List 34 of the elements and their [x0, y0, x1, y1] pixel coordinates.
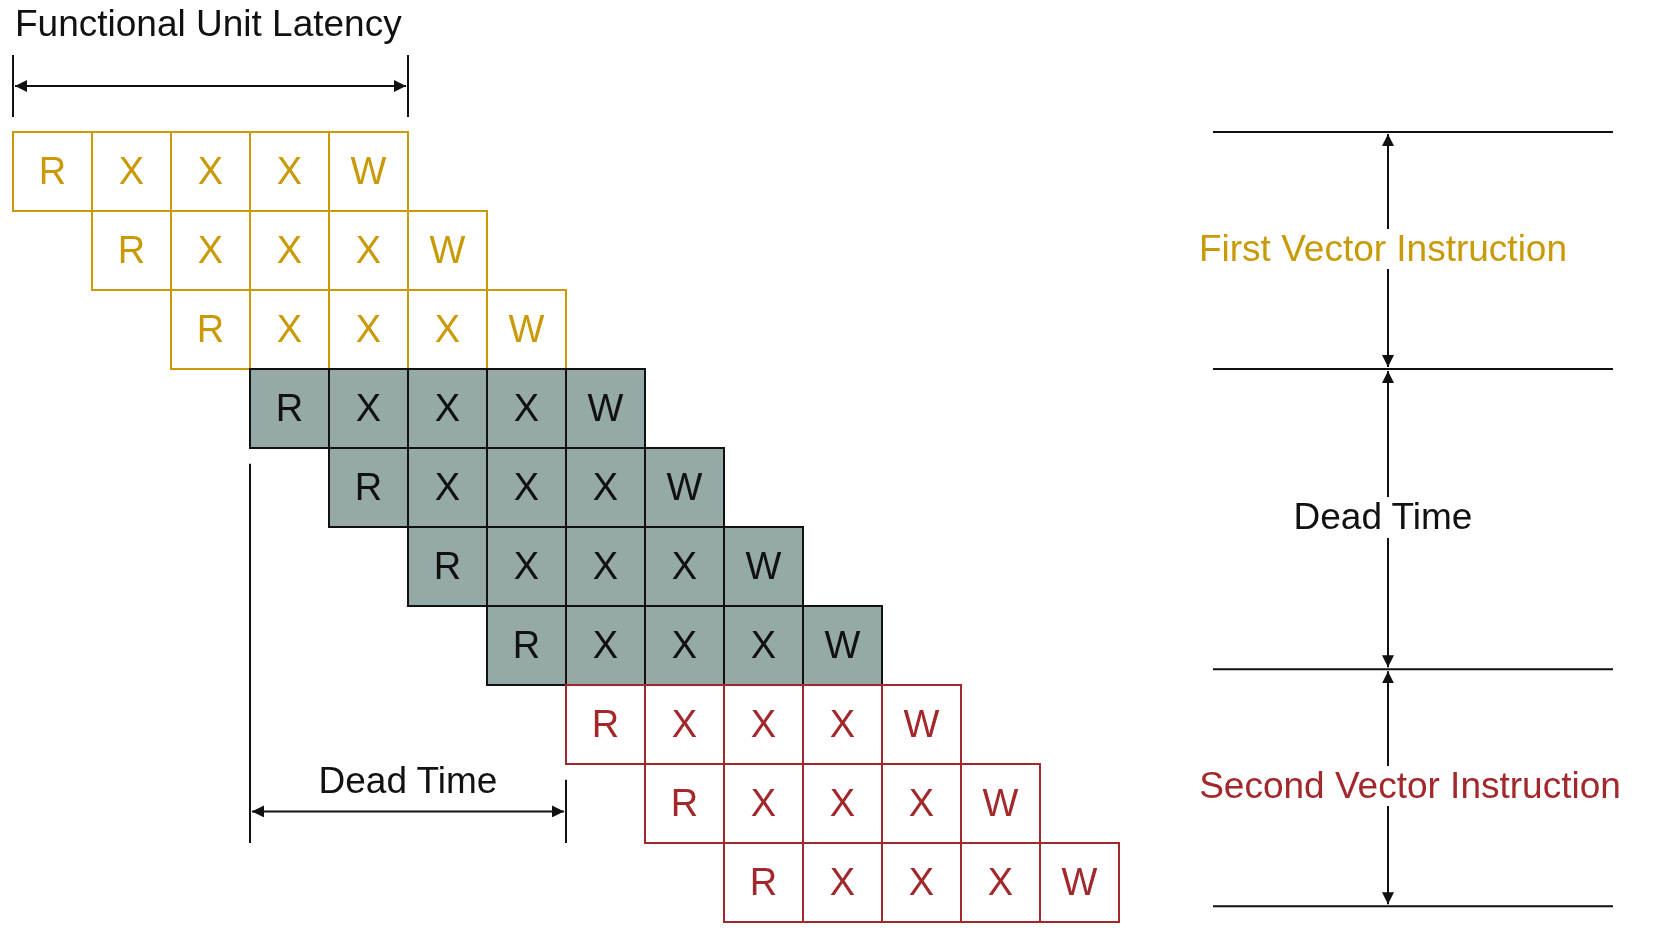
annotation-text: Functional Unit Latency — [14, 4, 403, 45]
pipeline-stage-cell: X — [486, 447, 567, 528]
pipeline-stage-cell: W — [644, 447, 725, 528]
pipeline-stage-cell: X — [644, 526, 725, 607]
pipeline-stage-cell: X — [565, 605, 646, 686]
pipeline-stage-cell: R — [12, 131, 93, 212]
pipeline-stage-cell: W — [565, 368, 646, 449]
pipeline-stage-cell: X — [565, 447, 646, 528]
pipeline-stage-cell: X — [723, 605, 804, 686]
pipeline-stage-cell: X — [407, 447, 488, 528]
pipeline-stage-cell: X — [407, 368, 488, 449]
pipeline-stage-cell: R — [565, 684, 646, 765]
pipeline-stage-cell: W — [802, 605, 883, 686]
pipeline-stage-cell: R — [486, 605, 567, 686]
pipeline-stage-cell: W — [723, 526, 804, 607]
pipeline-stage-cell: X — [486, 368, 567, 449]
pipeline-stage-cell: R — [91, 210, 172, 291]
pipeline-stage-cell: R — [407, 526, 488, 607]
pipeline-stage-cell: R — [723, 842, 804, 923]
pipeline-stage-cell: W — [960, 763, 1041, 844]
pipeline-stage-cell: X — [565, 526, 646, 607]
pipeline-stage-cell: W — [881, 684, 962, 765]
pipeline-stage-cell: X — [486, 526, 567, 607]
annotation-text: Dead Time — [317, 761, 499, 803]
pipeline-stage-cell: X — [644, 605, 725, 686]
pipeline-stage-cell: W — [1039, 842, 1120, 923]
pipeline-stage-cell: W — [486, 289, 567, 370]
pipeline-stage-cell: R — [644, 763, 725, 844]
pipeline-stage-cell: R — [328, 447, 409, 528]
pipeline-stage-cell: W — [328, 131, 409, 212]
pipeline-stage-cell: X — [328, 368, 409, 449]
pipeline-stage-cell: R — [170, 289, 251, 370]
pipeline-stage-cell: W — [407, 210, 488, 291]
pipeline-stage-cell: R — [249, 368, 330, 449]
